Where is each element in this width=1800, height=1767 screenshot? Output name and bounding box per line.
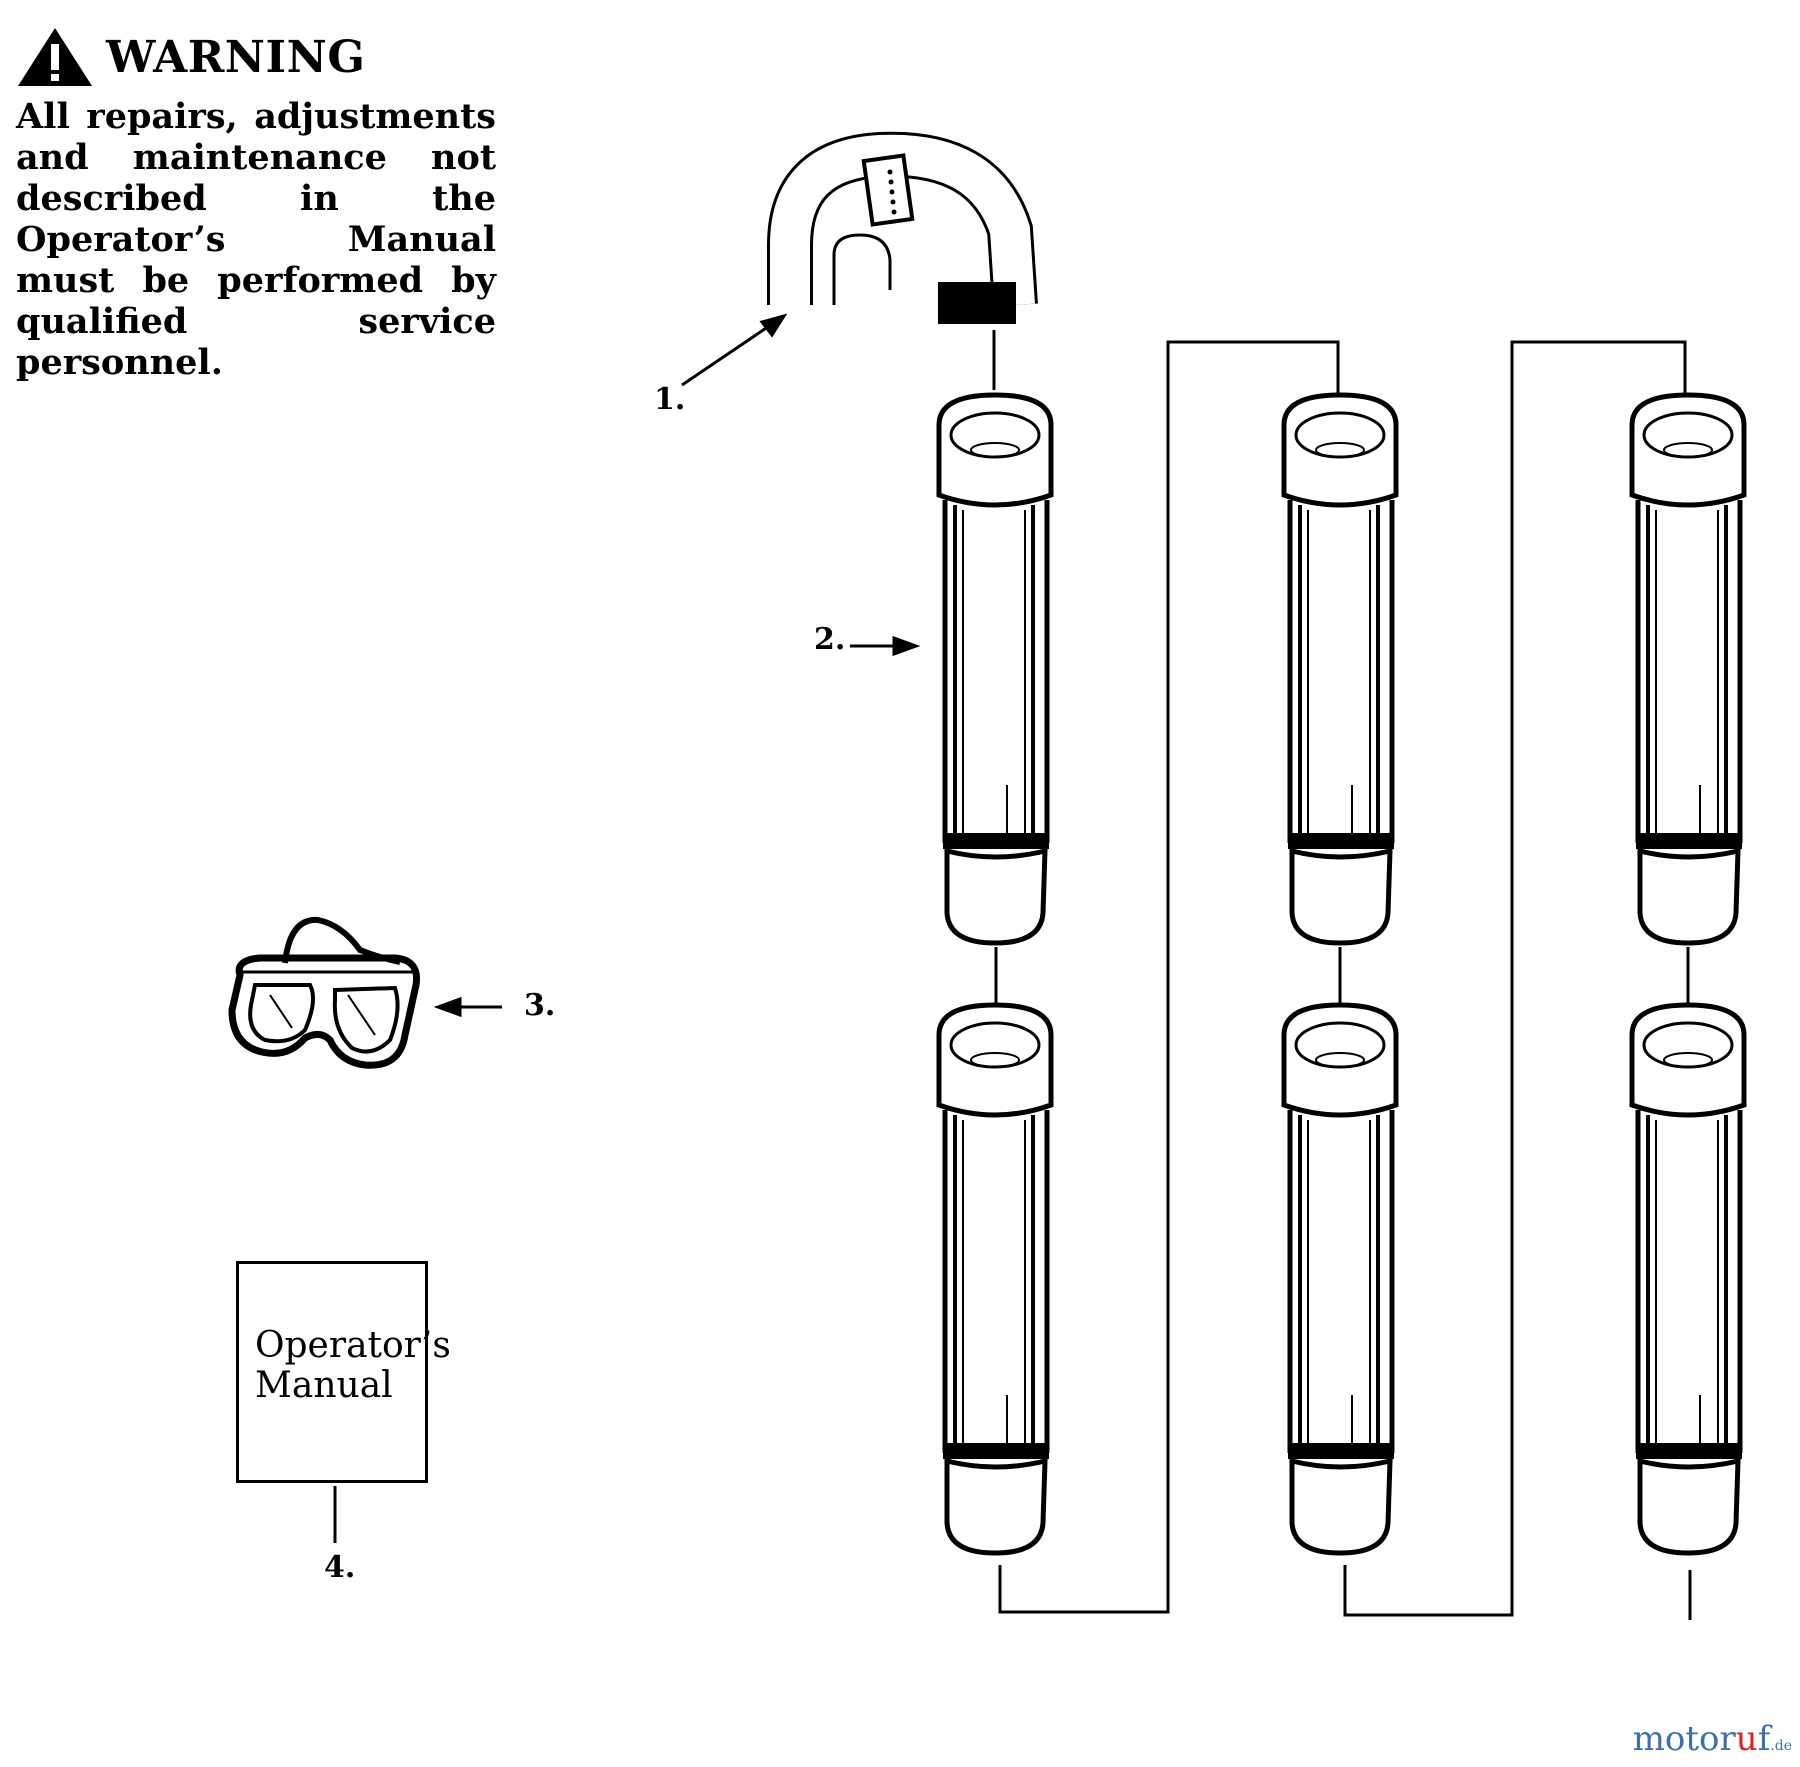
connector-lines: [994, 340, 1692, 1620]
tube-group: [936, 392, 1747, 1556]
warning-triangle-icon: [18, 28, 92, 86]
tube-icon: [936, 1002, 1054, 1556]
manual-title: Operator’s Manual: [255, 1326, 451, 1406]
tube-icon: [1629, 392, 1747, 946]
callout-3: 3.: [524, 988, 556, 1023]
callout-2: 2.: [814, 622, 846, 657]
tube-icon: [1629, 1002, 1747, 1556]
watermark-suffix: f: [1757, 1719, 1771, 1759]
watermark: motoruf.de: [1633, 1719, 1792, 1759]
tube-icon: [1281, 392, 1399, 946]
tube-icon: [1281, 1002, 1399, 1556]
warning-block: WARNING All repairs, adjustments and mai…: [16, 26, 516, 383]
manual-title-line1: Operator’s: [255, 1325, 451, 1366]
callout-arrows: [333, 313, 921, 1543]
safety-goggles-icon: [228, 916, 421, 1069]
warning-text: All repairs, adjustments and maintenance…: [16, 96, 496, 383]
manual-icon: Operator’s Manual: [236, 1261, 451, 1483]
watermark-tld: .de: [1770, 1738, 1792, 1754]
watermark-prefix: motor: [1632, 1719, 1736, 1759]
manual-title-line2: Manual: [255, 1365, 393, 1406]
tube-icon: [936, 392, 1054, 946]
warning-heading-row: WARNING: [16, 26, 516, 88]
watermark-accent: u: [1735, 1719, 1758, 1759]
callout-4: 4.: [324, 1550, 356, 1585]
callout-1: 1.: [654, 382, 686, 417]
elbow-hose-icon: [767, 131, 1038, 390]
warning-heading: WARNING: [106, 31, 366, 83]
